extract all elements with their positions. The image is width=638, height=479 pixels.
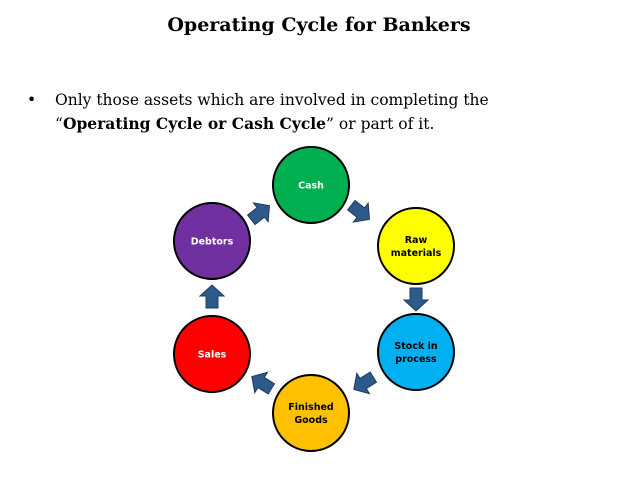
bullet-close-quote: ”: [326, 115, 334, 133]
arrow-sales-to-debtors-icon: [198, 284, 226, 309]
node-stock-in-process-label: process: [395, 354, 437, 365]
arrow-debtors-to-cash-icon: [246, 202, 270, 226]
node-finished-goods-label: Finished: [288, 402, 333, 413]
node-raw-materials-label: Raw: [405, 235, 428, 246]
node-cash-circle: [272, 146, 350, 224]
bullet-line-2-rest: or part of it.: [333, 115, 435, 133]
bullet-line-1: Only those assets which are involved in …: [55, 91, 489, 109]
node-raw-materials-label: materials: [391, 248, 442, 259]
arrow-cash-to-raw-materials-icon: [346, 199, 370, 223]
node-stock-in-process: Stock in process: [377, 313, 455, 391]
node-raw-materials-circle: [377, 207, 455, 285]
node-cash-label: Cash: [298, 181, 324, 192]
arrow-stock-in-process-to-finished-goods-icon: [353, 371, 378, 395]
node-stock-in-process-label: Stock in: [394, 341, 437, 352]
arrow-raw-materials-to-stock-in-process-icon: [402, 287, 430, 312]
bullet-marker: •: [27, 91, 37, 109]
node-finished-goods-label: Goods: [294, 415, 328, 426]
node-debtors-circle: [173, 202, 251, 280]
bullet-text: Only those assets which are involved in …: [55, 88, 587, 136]
bullet-point: • Only those assets which are involved i…: [27, 88, 587, 136]
arrow-finished-goods-to-sales-icon: [251, 371, 276, 395]
node-sales-label: Sales: [198, 350, 227, 361]
bullet-open-quote: “: [55, 115, 63, 133]
node-stock-in-process-circle: [377, 313, 455, 391]
node-debtors-label: Debtors: [191, 237, 234, 248]
node-cash: Cash: [272, 146, 350, 224]
node-finished-goods-circle: [272, 374, 350, 452]
node-debtors: Debtors: [173, 202, 251, 280]
node-raw-materials: Raw materials: [377, 207, 455, 285]
bullet-bold-phrase: Operating Cycle or Cash Cycle: [62, 114, 327, 133]
node-sales: Sales: [173, 315, 251, 393]
node-sales-circle: [173, 315, 251, 393]
slide-title: Operating Cycle for Bankers: [167, 14, 471, 36]
